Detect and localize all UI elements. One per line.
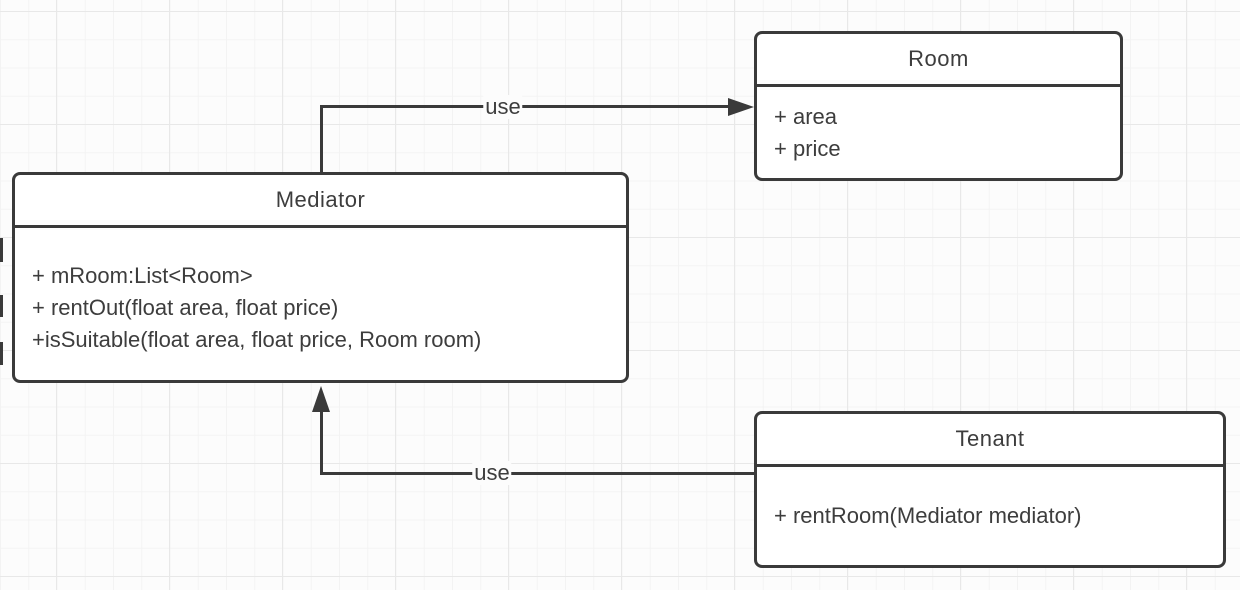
class-box-tenant[interactable]: Tenant + rentRoom(Mediator mediator)	[754, 411, 1226, 568]
class-box-mediator[interactable]: Mediator + mRoom:List<Room> + rentOut(fl…	[12, 172, 629, 383]
class-members-mediator: + mRoom:List<Room> + rentOut(float area,…	[15, 228, 626, 380]
clipped-shape-fragment	[0, 295, 3, 317]
class-members-room: + area + price	[757, 87, 1120, 178]
class-members-tenant: + rentRoom(Mediator mediator)	[757, 467, 1223, 565]
edge-label-use: use	[472, 460, 512, 485]
class-name-room: Room	[757, 34, 1120, 87]
edge-segment-horizontal	[320, 472, 754, 475]
class-box-room[interactable]: Room + area + price	[754, 31, 1123, 181]
class-name-mediator: Mediator	[15, 175, 626, 228]
class-member: + price	[774, 135, 841, 161]
edge-label-use: use	[483, 94, 523, 119]
class-member: + rentRoom(Mediator mediator)	[774, 503, 1082, 528]
class-member: + rentOut(float area, float price)	[32, 295, 339, 320]
edge-segment-horizontal	[320, 105, 728, 108]
class-member: +isSuitable(float area, float price, Roo…	[32, 327, 482, 352]
arrowhead-up-icon	[312, 386, 330, 412]
clipped-shape-fragment	[0, 342, 3, 365]
edge-segment-vertical	[320, 410, 323, 475]
class-name-tenant: Tenant	[757, 414, 1223, 467]
edge-segment-vertical	[320, 106, 323, 172]
arrowhead-right-icon	[728, 98, 754, 116]
clipped-shape-fragment	[0, 238, 3, 262]
class-member: + area	[774, 103, 837, 129]
class-member: + mRoom:List<Room>	[32, 263, 253, 288]
